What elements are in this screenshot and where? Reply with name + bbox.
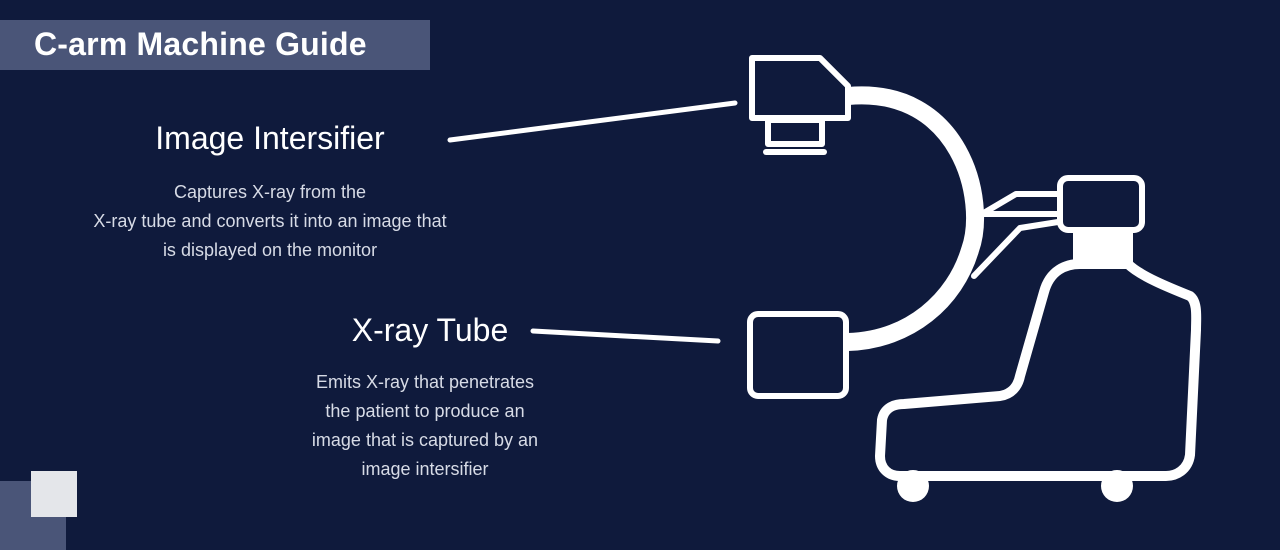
- c-arm-arc: [839, 86, 985, 351]
- description-line: image intersifier: [361, 459, 489, 479]
- image-intensifier-pointer-line: [447, 100, 738, 143]
- description-line: Emits X-ray that penetrates: [315, 372, 535, 392]
- page-title: C-arm Machine Guide: [34, 26, 367, 62]
- corner-square-decoration: [31, 471, 77, 517]
- description-line: image that is captured by an: [311, 430, 539, 450]
- cart-body: [875, 259, 1202, 481]
- image-intensifier-heading: Image Intersifier: [155, 120, 385, 156]
- xray-tube-pointer-line: [530, 328, 721, 344]
- image-intensifier-housing: [749, 55, 851, 121]
- image-intensifier-lens: [765, 117, 825, 147]
- c-arm-machine-icon: [747, 55, 1202, 502]
- image-intensifier-description: Captures X-ray from the X-ray tube and c…: [55, 178, 485, 265]
- description-line: X-ray tube and converts it into an image…: [93, 211, 447, 231]
- front-wheel: [897, 470, 929, 502]
- xray-tube-description: Emits X-ray that penetrates the patient …: [275, 368, 575, 484]
- rear-wheel: [1101, 470, 1133, 502]
- connecting-arm: [971, 191, 1061, 279]
- description-line: is displayed on the monitor: [162, 240, 378, 260]
- joint-housing: [1057, 175, 1145, 233]
- cart-neck: [1073, 229, 1133, 265]
- xray-tube-housing: [747, 311, 849, 399]
- description-line: Captures X-ray from the: [173, 182, 367, 202]
- xray-tube-heading: X-ray Tube: [351, 312, 509, 348]
- description-line: the patient to produce an: [325, 401, 525, 421]
- title-banner: [0, 20, 430, 70]
